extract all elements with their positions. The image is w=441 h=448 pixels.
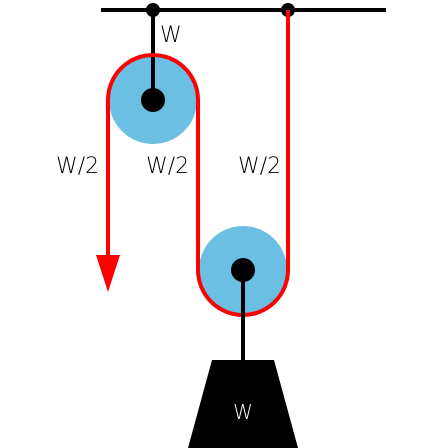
rope [106,10,290,317]
top-weight-label: W [160,23,182,48]
rope-arrowhead [96,255,120,292]
fixed-pulley-axle [141,88,165,112]
tension-label-right: W/2 [238,154,281,179]
tension-label-left: W/2 [56,154,99,179]
tension-label-middle: W/2 [146,154,189,179]
hanging-weight-label: W [233,400,253,424]
hanging-weight [188,360,298,448]
